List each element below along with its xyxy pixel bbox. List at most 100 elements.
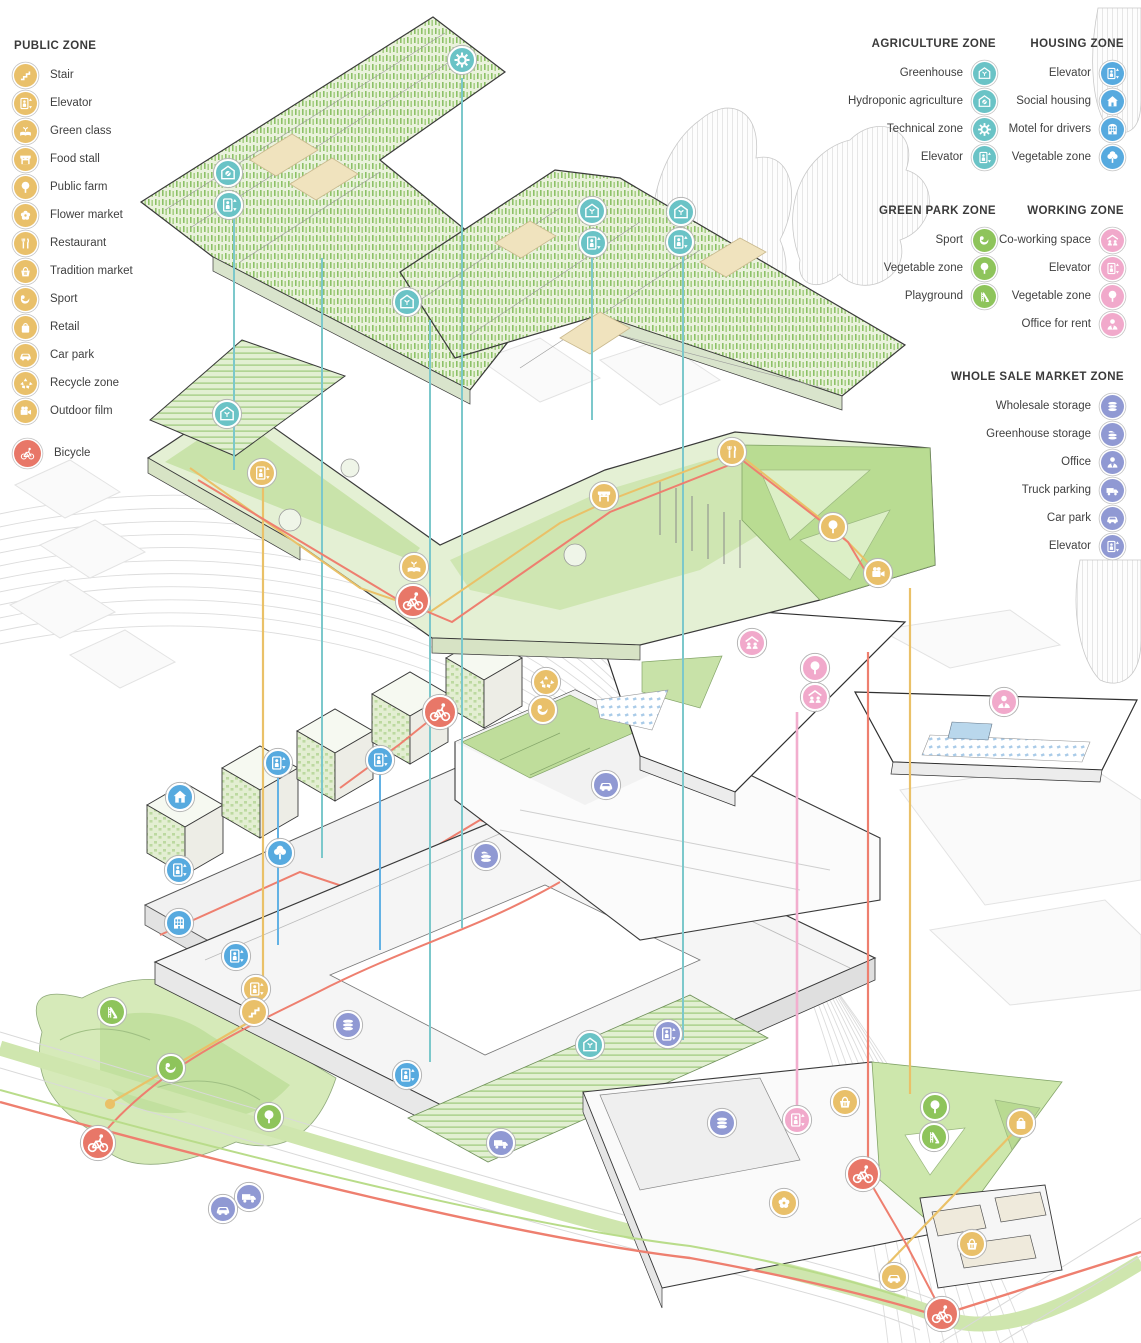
marker-outdoor-film	[862, 557, 894, 589]
marker-bicycle	[923, 1295, 961, 1333]
legend-label: Technical zone	[886, 123, 963, 135]
legend-label: Sport	[935, 234, 964, 246]
layers-icon	[1101, 394, 1124, 418]
legend-label: Stair	[50, 69, 74, 81]
cowork-icon	[1101, 228, 1124, 252]
legend-item-food-stall: Food stall	[14, 145, 234, 173]
car-icon	[17, 347, 34, 364]
legend-item-elevator: Elevator	[1000, 59, 1124, 87]
marker-greenhouse	[211, 398, 243, 430]
marker-truck-parking	[233, 1181, 265, 1213]
basket-icon	[14, 259, 37, 283]
legend-label: Playground	[904, 290, 963, 302]
marker-bicycle	[394, 582, 432, 620]
marker-retail	[1005, 1107, 1037, 1139]
elev-icon	[1101, 61, 1124, 85]
class-icon	[14, 119, 37, 143]
legend-label: Green class	[50, 125, 112, 137]
legend-item-co-working-space: Co-working space	[988, 226, 1124, 254]
legend-label: Car park	[50, 349, 95, 361]
house-icon	[1101, 89, 1124, 113]
legend-item-vegetable-zone: Vegetable zone	[826, 254, 996, 282]
legend-label: Vegetable zone	[883, 262, 963, 274]
marker-sport	[527, 694, 559, 726]
house-icon	[1104, 93, 1121, 110]
marker-elevator	[240, 973, 272, 1005]
legend-item-sport: Sport	[826, 226, 996, 254]
marker-hydroponic	[212, 157, 244, 189]
marker-vegetable-zone	[919, 1091, 951, 1123]
legend-item-green-class: Green class	[14, 117, 234, 145]
technical-boxes	[249, 133, 767, 355]
legend-label: Social housing	[1016, 95, 1091, 107]
layersleaf-icon	[1101, 422, 1124, 446]
elev-icon	[1104, 65, 1121, 82]
legend-label: Elevator	[920, 151, 963, 163]
legend-item-vegetable-zone: Vegetable zone	[1000, 143, 1124, 171]
legend-item-elevator: Elevator	[988, 254, 1124, 282]
marker-playground	[918, 1121, 950, 1153]
legend-item-vegetable-zone: Vegetable zone	[988, 282, 1124, 310]
legend-label: Food stall	[50, 153, 100, 165]
legend-item-outdoor-film: Outdoor film	[14, 397, 234, 425]
legend-label: Flower market	[50, 209, 123, 221]
gear-icon	[976, 121, 993, 138]
layers-icon	[1104, 398, 1121, 415]
marker-elevator	[213, 189, 245, 221]
legend-item-stair: Stair	[14, 61, 234, 89]
marker-tradition-market	[829, 1086, 861, 1118]
sport-icon	[14, 287, 37, 311]
marker-car-park	[590, 769, 622, 801]
legend-label: Greenhouse	[899, 67, 963, 79]
legend-label: Sport	[50, 293, 78, 305]
marker-car-park	[207, 1193, 239, 1225]
marker-elevator	[220, 940, 252, 972]
marker-elevator	[391, 1059, 423, 1091]
motel-icon	[1104, 121, 1121, 138]
legend-label: Co-working space	[998, 234, 1091, 246]
office-icon	[1101, 450, 1124, 474]
marker-stair	[238, 996, 270, 1028]
layersleaf-icon	[1104, 426, 1121, 443]
market-hall	[582, 1061, 1063, 1309]
motel-icon	[174, 916, 184, 928]
car-park-building	[454, 689, 881, 941]
legend-label: Motel for drivers	[1008, 123, 1091, 135]
gear-icon	[973, 117, 996, 141]
greenhouse-icon	[973, 61, 996, 85]
marker-greenhouse	[391, 286, 423, 318]
layers-icon	[343, 1019, 354, 1031]
class-icon	[17, 123, 34, 140]
stall-icon	[14, 147, 37, 171]
legend-label: Office	[1061, 456, 1091, 468]
legend-label: Tradition market	[50, 265, 133, 277]
route-lines	[0, 450, 1141, 1318]
car-icon	[1104, 510, 1121, 527]
marker-recycle-zone	[530, 666, 562, 698]
legend-item-car-park: Car park	[924, 504, 1124, 532]
legend-label: Office for rent	[1021, 318, 1091, 330]
marker-greenhouse	[576, 195, 608, 227]
film-icon	[17, 403, 34, 420]
bike-icon	[19, 445, 36, 462]
marker-greenhouse	[665, 196, 697, 228]
marker-elevator	[577, 227, 609, 259]
marker-food-stall	[588, 480, 620, 512]
marker-truck-parking	[485, 1127, 517, 1159]
connector-lines	[104, 78, 1017, 1271]
marker-greenhouse	[574, 1029, 606, 1061]
marker-elevator	[652, 1018, 684, 1050]
marker-bicycle	[421, 693, 459, 731]
working-zone-slabs	[587, 599, 1138, 807]
sport-icon	[973, 228, 996, 252]
bag-icon	[17, 319, 34, 336]
layers-icon	[717, 1117, 728, 1129]
legend-item-recycle-zone: Recycle zone	[14, 369, 234, 397]
rest-icon	[14, 231, 37, 255]
elev-icon	[973, 145, 996, 169]
cloudtree-icon	[1101, 145, 1124, 169]
cloudtree-icon	[1104, 149, 1121, 166]
